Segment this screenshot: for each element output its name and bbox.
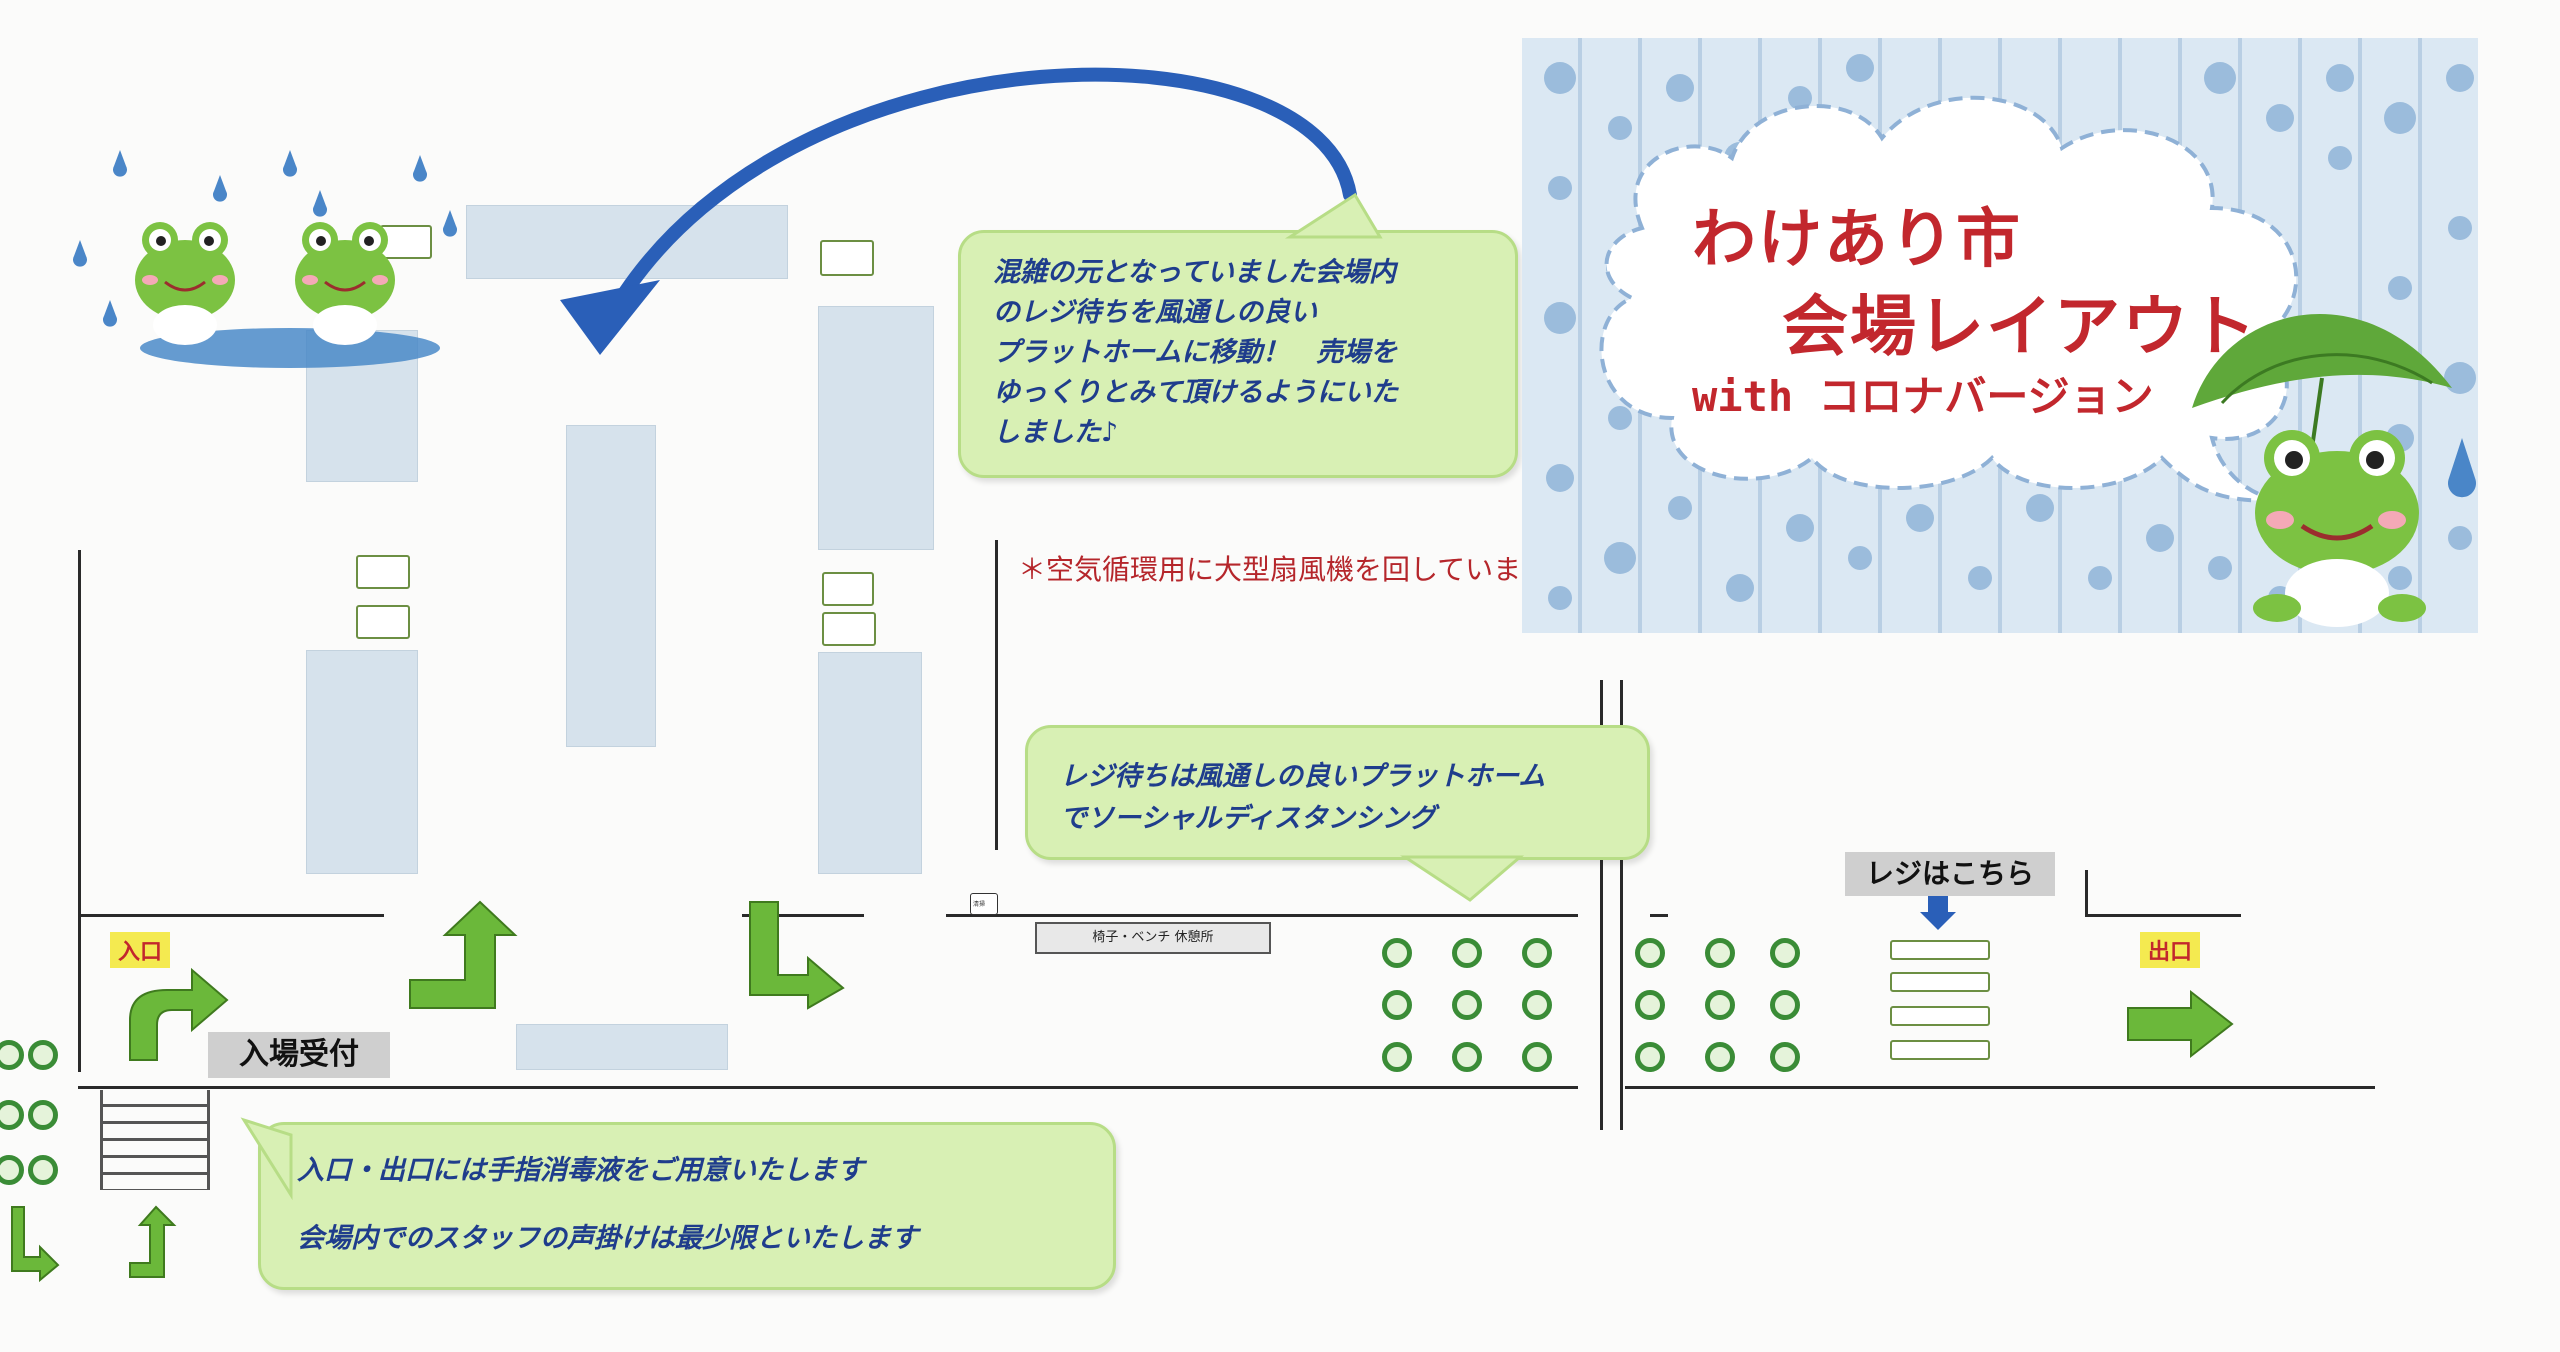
callout-top-line: のレジ待ちを風通しの良い: [993, 297, 1317, 328]
reception-label: 入場受付: [208, 1032, 390, 1078]
distance-marker: [28, 1155, 58, 1185]
callout-bottom-tail: [240, 1117, 293, 1201]
distance-marker: [1382, 938, 1412, 968]
entrance-stairs: [100, 1090, 210, 1190]
small-box: [380, 225, 432, 259]
register-queue-line: [1890, 1006, 1990, 1026]
inner-top-wall-left: [78, 914, 384, 917]
rest-area-label: 椅子・ベンチ 休憩所: [1035, 922, 1271, 954]
distance-marker: [1452, 938, 1482, 968]
divider-wall: [995, 540, 998, 850]
bottom-wall-left: [78, 1086, 1578, 1089]
distance-marker: [1770, 1042, 1800, 1072]
inner-top-wall-mid: [742, 914, 864, 917]
register-queue-line: [1890, 972, 1990, 992]
frog-2: [295, 222, 395, 345]
title-line-3: with コロナバージョン: [1692, 372, 2154, 421]
reception-text: 入場受付: [239, 1037, 359, 1072]
exit-side-wall: [2085, 870, 2088, 916]
frogs-in-rain-icon: [73, 150, 457, 368]
arrow-down-right: [749, 901, 845, 1010]
fan-note: ＊空気循環用に大型扇風機を回しています: [1018, 548, 1549, 588]
callout-top-line: ゆっくりとみて頂けるようにいた: [993, 377, 1398, 408]
fan-note-text: ＊空気循環用に大型扇風機を回しています: [1018, 553, 1550, 586]
distance-marker: [1770, 990, 1800, 1020]
distance-marker: [1522, 990, 1552, 1020]
entrance-curve-arrow: [129, 967, 229, 1061]
shelf-left-lower: [306, 650, 418, 874]
distance-marker: [1635, 990, 1665, 1020]
register-label: レジはこちら: [1845, 852, 2055, 896]
distance-marker: [1635, 1042, 1665, 1072]
distance-marker: [1705, 938, 1735, 968]
shelf-right-upper: [818, 306, 934, 550]
small-box: [822, 572, 874, 606]
arrow-up-right-small: [129, 1205, 177, 1278]
small-tag-label: 清掃: [973, 901, 986, 908]
callout-bottom: 入口・出口には手指消毒液をご用意いたします 会場内でのスタッフの声掛けは最少限と…: [258, 1122, 1116, 1290]
shelf-top: [466, 205, 788, 279]
small-box: [820, 240, 874, 276]
entrance-sign: 入口: [110, 932, 171, 968]
distance-marker: [1770, 938, 1800, 968]
small-tag: 清掃: [970, 893, 998, 915]
register-queue-line: [1890, 940, 1990, 960]
platform-top-wall: [946, 914, 1578, 917]
shelf-right-lower: [818, 652, 922, 874]
small-box: [356, 555, 410, 589]
distance-marker: [0, 1100, 24, 1130]
distance-marker: [1382, 1042, 1412, 1072]
callout-middle: レジ待ちは風通しの良いプラットホーム でソーシャルディスタンシング: [1025, 725, 1650, 860]
distance-marker: [1382, 990, 1412, 1020]
title-cloud: [1599, 95, 2303, 503]
shelf-center: [566, 425, 656, 747]
distance-marker: [28, 1040, 58, 1070]
distance-marker: [1452, 990, 1482, 1020]
exit-top-wall: [2085, 914, 2241, 917]
callout-top-line: プラットホームに移動！ 売場を: [993, 337, 1398, 368]
entrance-text: 入口: [118, 940, 163, 965]
frog-umbrella-icon: [2192, 313, 2476, 627]
distance-marker: [0, 1155, 24, 1185]
callout-bottom-line: 会場内でのスタッフの声掛けは最少限といたします: [297, 1223, 918, 1254]
callout-top-tail: [1284, 192, 1383, 239]
right-top-wall: [1650, 914, 1668, 917]
arrow-down-right-small: [11, 1206, 60, 1283]
callout-top-line: 混雑の元となっていました会場内: [993, 257, 1396, 288]
register-text: レジはこちら: [1865, 857, 2034, 890]
distance-marker: [1705, 1042, 1735, 1072]
arrow-up-right: [409, 900, 518, 1009]
small-box: [822, 612, 876, 646]
exit-sign: 出口: [2140, 932, 2201, 968]
frog-1: [135, 222, 235, 345]
shelf-bottom: [516, 1024, 728, 1070]
platform-gap-left: [1600, 680, 1603, 1130]
distance-marker: [28, 1100, 58, 1130]
right-bottom-wall: [1625, 1086, 2375, 1089]
title-line-1: わけあり市: [1692, 203, 2022, 277]
exit-arrow: [2127, 989, 2234, 1059]
distance-marker: [1522, 938, 1552, 968]
distance-marker: [1705, 990, 1735, 1020]
small-box: [356, 605, 410, 639]
title-card: わけあり市 会場レイアウト with コロナバージョン: [1522, 38, 2478, 633]
callout-top-line: しました♪: [993, 417, 1119, 448]
callout-middle-tail: [1400, 855, 1525, 902]
callout-middle-line: レジ待ちは風通しの良いプラットホーム: [1060, 761, 1546, 792]
distance-marker: [0, 1040, 24, 1070]
platform-gap-right: [1620, 680, 1623, 1130]
title-line-2: 会場レイアウト: [1782, 288, 2258, 365]
distance-marker: [1452, 1042, 1482, 1072]
register-down-arrow: [1920, 896, 1956, 930]
callout-bottom-line: 入口・出口には手指消毒液をご用意いたします: [297, 1155, 864, 1186]
register-queue-line: [1890, 1040, 1990, 1060]
distance-marker: [1522, 1042, 1552, 1072]
callout-middle-line: でソーシャルディスタンシング: [1060, 803, 1436, 834]
rest-area-text: 椅子・ベンチ 休憩所: [1092, 930, 1214, 945]
left-wall: [78, 550, 81, 1072]
callout-top: 混雑の元となっていました会場内 のレジ待ちを風通しの良い プラットホームに移動！…: [958, 230, 1518, 478]
exit-text: 出口: [2148, 940, 2193, 965]
distance-marker: [1635, 938, 1665, 968]
